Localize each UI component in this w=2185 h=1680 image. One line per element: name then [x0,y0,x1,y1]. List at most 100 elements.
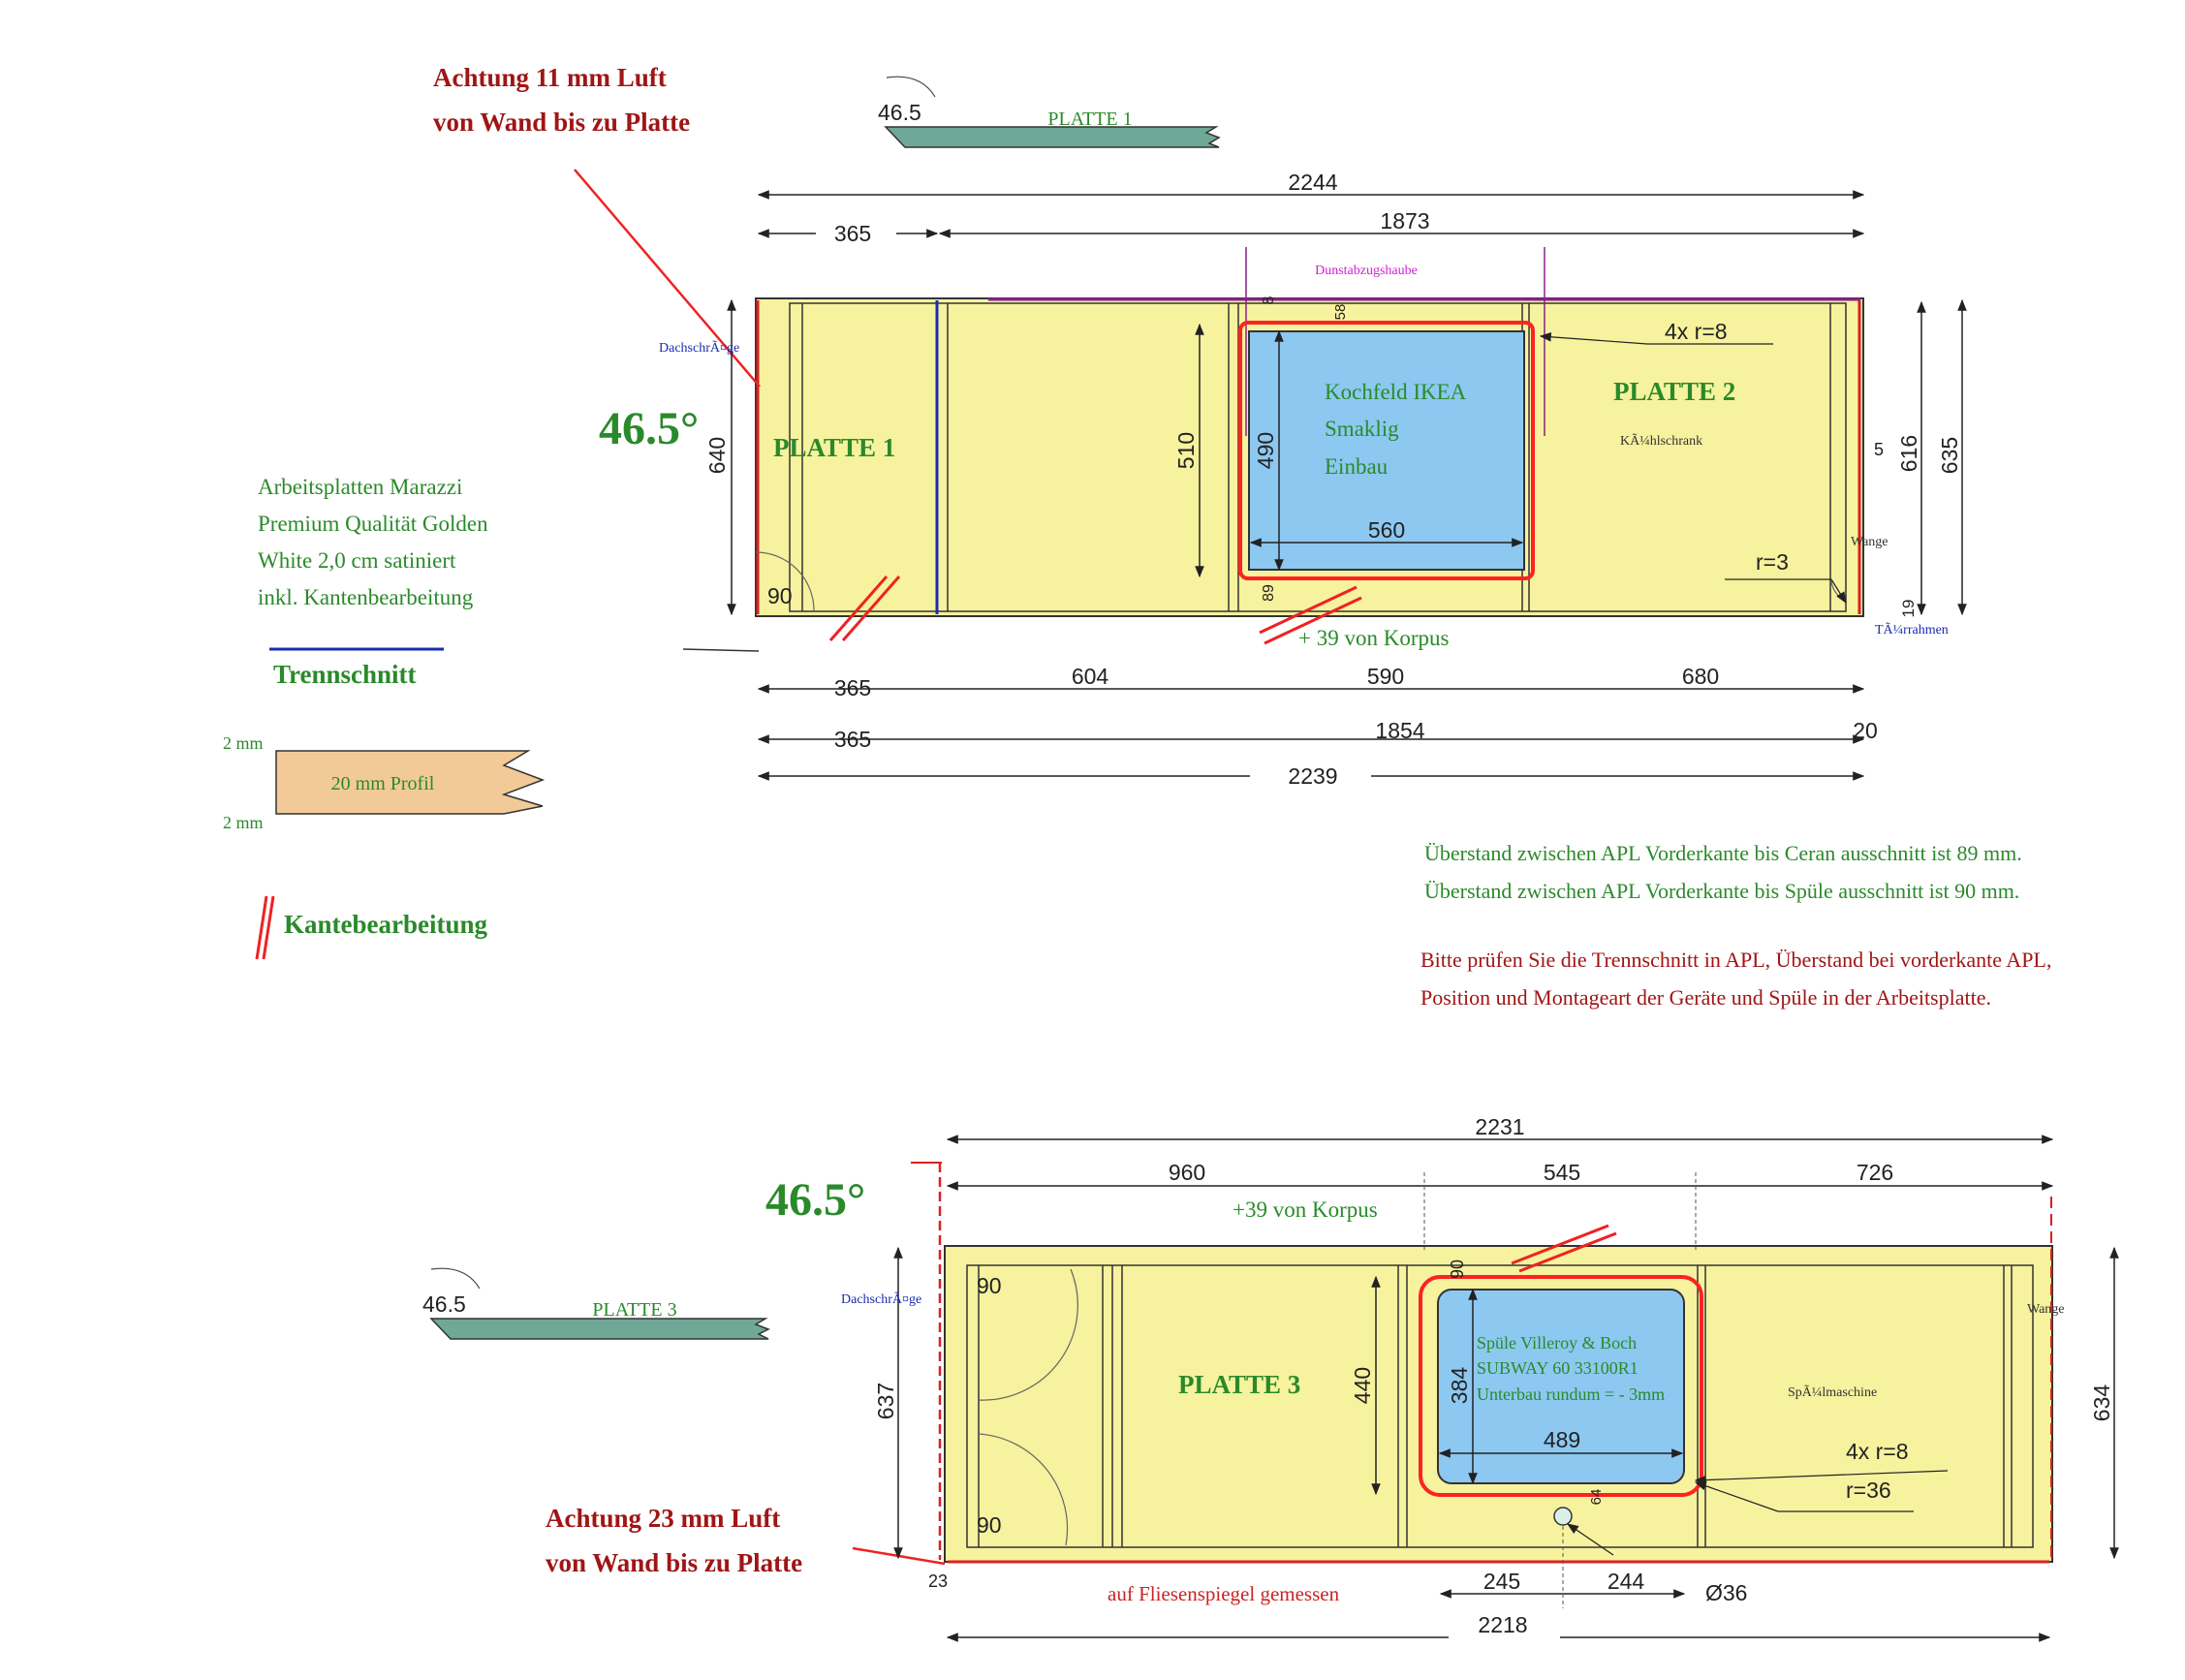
plan1-cabinet-outline [789,302,1847,612]
plan1-strip-label: PLATTE 1 [1047,109,1132,130]
profile-label: 20 mm Profil [331,773,435,794]
plan2-edge-mark-a [1511,1224,1609,1265]
plan2-sink-cutout [1437,1289,1685,1484]
plan2-radius1-label: 4x r=8 [1846,1439,1909,1464]
plan2-angle: 46.5° [765,1174,865,1226]
plan1-cooktop-label-2: Smaklig [1325,417,1399,441]
plan1-radius2-label: r=3 [1756,549,1789,575]
plan2-radius2-leader [1694,1481,1779,1512]
plan1-tall-label: TÃ¼rrahmen [1875,622,1949,638]
plan2-dim-hole-label: Ø36 [1705,1580,1747,1605]
plan1-dim-depth-left-label: 640 [704,437,730,474]
material-line-1: Arbeitsplatten Marazzi [258,475,462,499]
plan2-angle-tl: 90 [977,1273,1002,1298]
plan2-dim-d1-label: 960 [1169,1160,1205,1185]
plan2-dim-d2-label: 545 [1544,1160,1580,1185]
material-line-3: White 2,0 cm satiniert [258,548,456,573]
plan2-sink-label-3: Unterbau rundum = - 3mm [1477,1384,1665,1404]
plan2-dim-depth-left-label: 637 [873,1383,898,1419]
plan1-dim-front1-label: 365 [834,675,871,700]
plan2-dim-gap [1449,1623,1560,1652]
plan1-wange-label: Wange [1851,535,1888,549]
plan1-radius1-label: 4x r=8 [1665,319,1728,344]
plan1-angle: 46.5° [599,403,699,454]
kante-label: Kantebearbeitung [284,910,488,939]
plan-2: 2231 960 545 726 637 634 440 384 489 245… [422,1114,2119,1652]
plan1-dim-b3-label: 20 [1853,718,1878,743]
plan1-edge-mark-a [828,576,889,641]
plan1-dim-cut-width-label: 560 [1368,517,1405,543]
plan2-sink-bottom-small: 64 [1588,1489,1605,1506]
plan1-wall-tick [682,648,760,652]
plan1-dim-front4-label: 680 [1682,664,1719,689]
plan2-angle-bl: 90 [977,1512,1002,1538]
plan2-hole-leader [1567,1523,1614,1556]
plan1-dim-right-label: 1873 [1380,208,1429,233]
plan1-dim-b1-label: 365 [834,727,871,752]
plan2-cabinet-outline [966,1264,2034,1548]
plan1-dim-left-label: 365 [834,221,871,246]
plan2-dim-sink-depth-label: 440 [1350,1367,1375,1404]
plan1-korpus-label: + 39 von Korpus [1298,626,1449,650]
plan2-korpus-label: +39 von Korpus [1233,1198,1378,1222]
plan2-dishwasher-label: SpÃ¼lmaschine [1788,1384,1877,1400]
plan2-strip [429,1318,770,1340]
warning-bottom-line-1: Achtung 23 mm Luft [546,1504,780,1533]
plan2-roof-label: DachschrÃ¤ge [841,1291,921,1307]
plan2-dim-d3-label: 726 [1857,1160,1893,1185]
plan1-strip-arc [886,76,936,98]
plan1-angle-corner: 90 [767,583,793,608]
plan1-dim-bottom-total-label: 2239 [1288,763,1337,789]
plan1-dim-total-label: 2244 [1288,170,1337,195]
plan2-radius2-label: r=36 [1846,1478,1891,1503]
legend: Achtung 11 mm Luft von Wand bis zu Platt… [223,63,690,960]
plan2-sink-cutout-border [1419,1275,1703,1497]
profile-top-label: 2 mm [223,733,264,753]
plan1-edge-mark-c [1264,596,1362,645]
plan2-sink-label-1: Spüle Villeroy & Boch [1477,1333,1637,1353]
kante-swatch-a [255,895,268,960]
kante-swatch-b [262,895,275,960]
plan1-dim-front2-label: 604 [1072,664,1109,689]
plan2-left-small: 23 [928,1571,948,1591]
plan1-edge-mark-b [841,576,901,641]
plan1-small-br: 19 [1899,600,1918,618]
plan1-roof-label: DachschrÃ¤ge [659,340,739,356]
plan2-platte3-label: PLATTE 3 [1178,1370,1300,1399]
plan2-dim-sink-inner-label: 384 [1447,1367,1472,1405]
plan1-cooktop-cutout-border [1238,321,1535,580]
plan1-strip-angle: 46.5 [878,100,921,125]
warning-bottom-line-2: von Wand bis zu Platte [546,1548,802,1577]
plan1-small-top: 8 [1261,296,1277,304]
plan1-cooktop-label-3: Einbau [1325,454,1389,479]
plan1-hood-label: Dunstabzugshaube [1315,264,1418,278]
plan1-dim-depth-right2-label: 635 [1937,437,1962,474]
warning-top-line-1: Achtung 11 mm Luft [433,63,667,92]
plan2-strip-arc [430,1267,481,1290]
profile-bottom-label: 2 mm [223,813,264,832]
plan1-fridge-label: KÃ¼hlschrank [1620,433,1702,449]
plan1-dim-cut-depth-label: 510 [1173,432,1199,469]
plan1-strip [884,126,1221,148]
plan2-dim-bottom-total-label: 2218 [1478,1612,1527,1637]
plan1-cooktop-label-1: Kochfeld IKEA [1325,380,1467,404]
profile-shape [275,750,546,815]
plan2-strip-label: PLATTE 3 [592,1299,676,1321]
plan1-radius2-leader-b [1830,578,1847,605]
plan2-edge-mark-b [1518,1231,1617,1273]
plan2-dim-total-label: 2231 [1475,1114,1524,1139]
plan2-tap-hole [1553,1507,1573,1526]
material-line-4: inkl. Kantenbearbeitung [258,585,474,609]
plan1-small-bottom: 89 [1261,584,1277,602]
plan2-door-arc-top [978,1268,1078,1401]
plan1-dim-front3-label: 590 [1367,664,1404,689]
plan2-dim-b2-label: 244 [1608,1569,1645,1594]
plan1-cooktop-cutout [1248,330,1525,571]
material-line-2: Premium Qualität Golden [258,512,488,536]
plan1-small-right: 5 [1874,440,1884,459]
plan1-dim-gap [1250,761,1371,790]
notes: Überstand zwischen APL Vorderkante bis C… [1420,841,2051,1010]
note-line-2: Überstand zwischen APL Vorderkante bis S… [1424,879,2019,903]
plan2-tile-label: auf Fliesenspiegel gemessen [1108,1582,1340,1605]
